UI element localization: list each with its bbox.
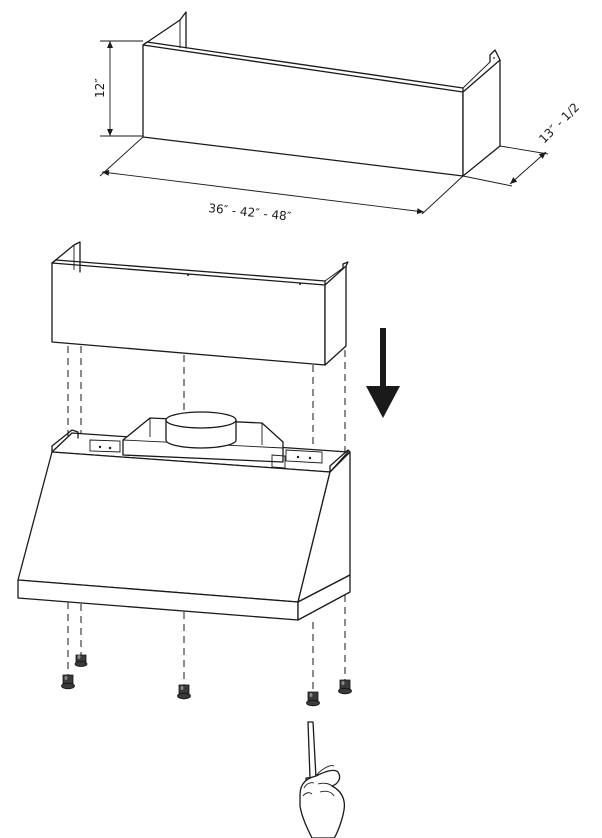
screw-icon — [306, 691, 320, 707]
alignment-lines-lower — [67, 595, 346, 692]
screw-icon — [338, 679, 352, 695]
duct-cover-dimension-view: 12″ 36″ - 42″ - 48″ 13″ - 1/2 — [93, 11, 582, 224]
duct-cover — [51, 241, 349, 366]
height-dimension-label: 12″ — [93, 78, 107, 98]
screw-icon — [74, 654, 88, 667]
down-arrow-icon — [366, 328, 400, 418]
screw-icon — [61, 674, 75, 690]
screw-icon — [177, 684, 191, 700]
width-dimension-label: 36″ - 42″ - 48″ — [208, 201, 293, 224]
screwdriver-hand-icon — [299, 721, 346, 838]
range-hood — [17, 411, 351, 621]
depth-dimension-label: 13″ - 1/2 — [536, 100, 582, 146]
